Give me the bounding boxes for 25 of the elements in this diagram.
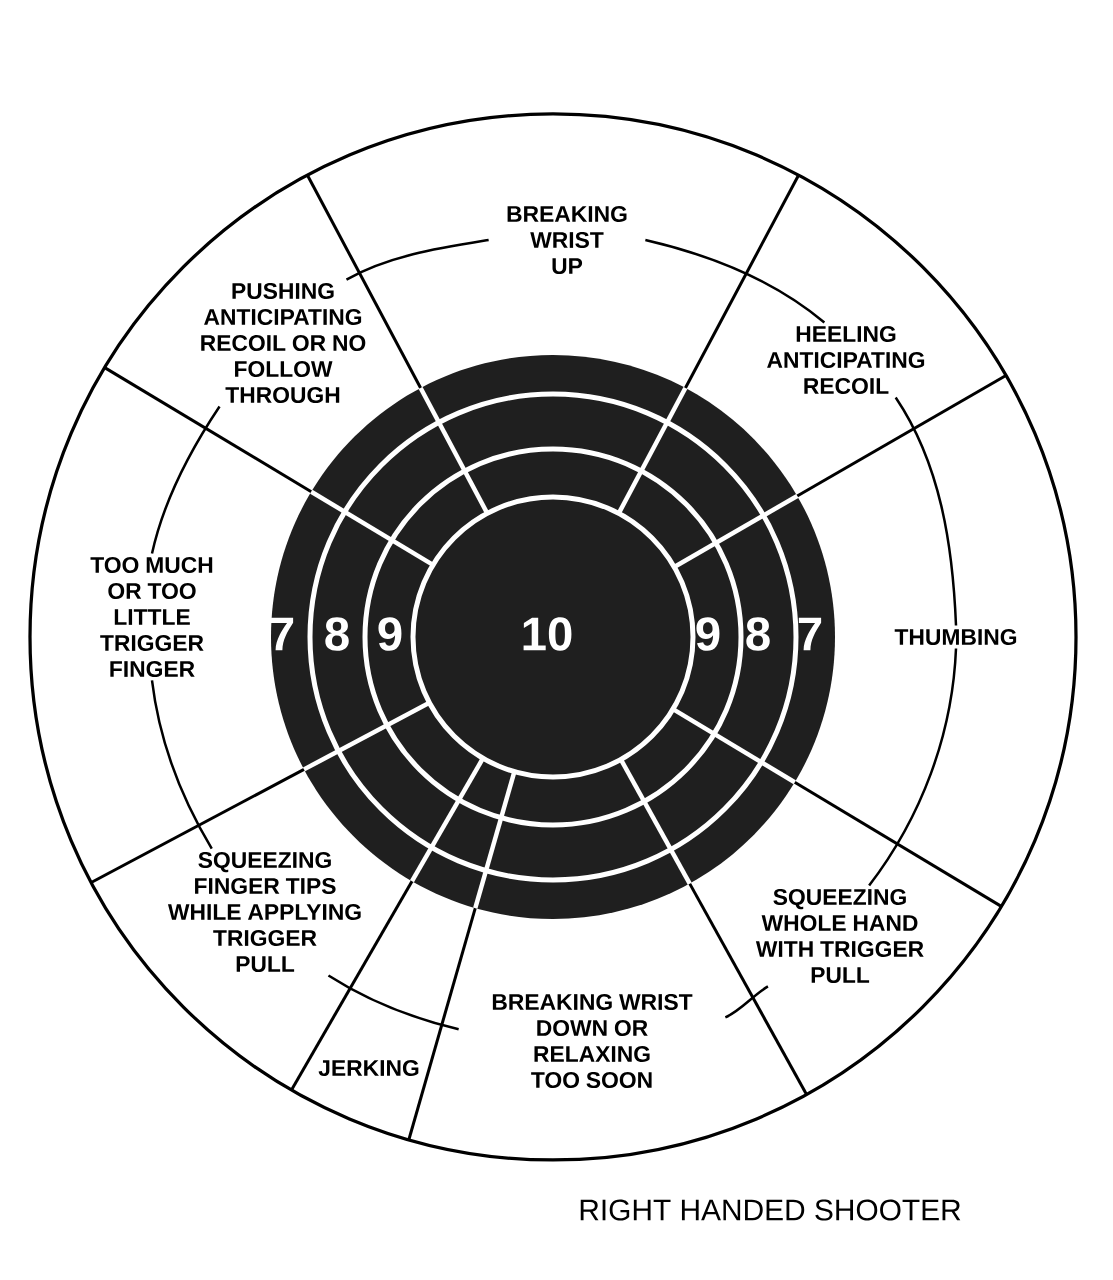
score-number: 8 [746, 617, 770, 651]
fault-label: BREAKING WRIST DOWN OR RELAXING TOO SOON [492, 993, 693, 1089]
connector-arc [894, 396, 958, 626]
fault-label: BREAKING WRIST UP [507, 205, 627, 275]
fault-label: SQUEEZING FINGER TIPS WHILE APPLYING TRIGGER PULL [167, 851, 361, 973]
connector-arc [868, 648, 958, 887]
fault-label: SQUEEZING WHOLE HAND WITH TRIGGER PULL [755, 888, 924, 984]
caption: RIGHT HANDED SHOOTER [580, 1199, 961, 1221]
connector-arc [150, 680, 213, 850]
connector-arc [724, 985, 769, 1019]
fault-label: THUMBING [894, 628, 1017, 646]
score-number: 8 [325, 617, 349, 651]
score-number: 7 [270, 617, 294, 651]
fault-label: PUSHING ANTICIPATING RECOIL OR NO FOLLOW THROUGH [201, 282, 366, 404]
fault-label: TOO MUCH OR TOO LITTLE TRIGGER FINGER [90, 556, 213, 678]
score-number: 7 [798, 617, 822, 651]
connector-arc [150, 405, 221, 554]
fault-label: JERKING [318, 1059, 419, 1077]
score-number: 9 [378, 617, 402, 651]
score-number: 9 [696, 617, 720, 651]
connector-arc [345, 238, 489, 281]
connector-arc [645, 238, 826, 324]
score-number: 10 [523, 617, 572, 651]
connector-arc [327, 974, 459, 1031]
fault-label: HEELING ANTICIPATING RECOIL [767, 325, 925, 395]
